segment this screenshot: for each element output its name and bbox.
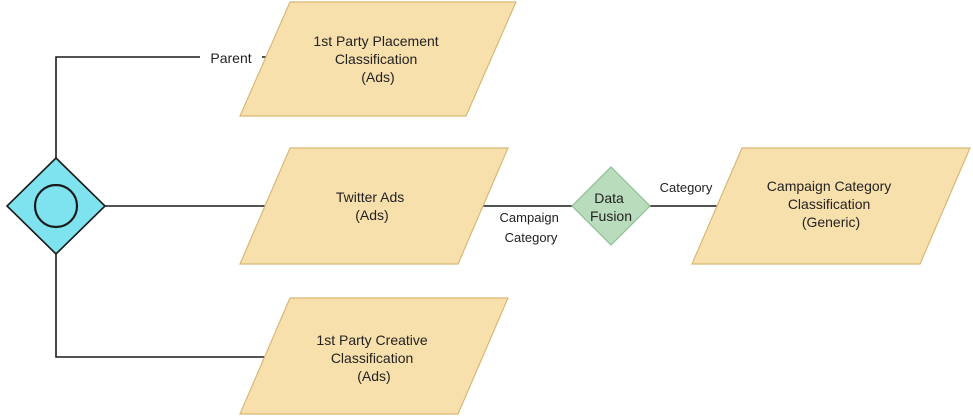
node-data-fusion[interactable]: Data Fusion xyxy=(571,166,651,246)
placement-line-1: 1st Party Placement xyxy=(313,33,438,49)
campaign-line-1: Campaign Category xyxy=(767,178,892,194)
gateway-diamond xyxy=(5,156,107,256)
node-placement[interactable]: 1st Party Placement Classification (Ads) xyxy=(239,1,517,117)
placement-shape xyxy=(239,1,517,117)
placement-label: 1st Party Placement Classification (Ads) xyxy=(313,33,442,85)
twitter-line-1: Twitter Ads xyxy=(336,189,404,205)
node-twitter-ads[interactable]: Twitter Ads (Ads) xyxy=(239,147,509,265)
campaign-line-3: (Generic) xyxy=(802,214,860,230)
creative-shape xyxy=(239,297,509,415)
campaign-shape xyxy=(691,147,971,265)
edge-label-campaign-line-1: Campaign xyxy=(500,210,559,225)
edge-gateway-to-creative xyxy=(55,254,265,358)
gateway[interactable] xyxy=(5,156,107,256)
twitter-label: Twitter Ads (Ads) xyxy=(336,189,408,223)
campaign-label: Campaign Category Classification (Generi… xyxy=(767,178,895,230)
placement-line-3: (Ads) xyxy=(361,69,394,85)
campaign-line-2: Classification xyxy=(788,196,870,212)
gateway-circle-icon xyxy=(33,183,79,229)
edge-gateway-to-placement xyxy=(55,56,268,158)
creative-line-2: Classification xyxy=(331,350,413,366)
edge-labels: Parent Campaign Category Category xyxy=(200,49,713,245)
edge-label-campaign-line-2: Category xyxy=(505,230,558,245)
fusion-shape xyxy=(571,166,651,246)
fusion-line-1: Data xyxy=(594,190,624,206)
placement-line-2: Classification xyxy=(335,51,417,67)
twitter-line-2: (Ads) xyxy=(355,207,388,223)
node-creative[interactable]: 1st Party Creative Classification (Ads) xyxy=(239,297,509,415)
edge-label-category: Category xyxy=(660,180,713,195)
fusion-line-2: Fusion xyxy=(590,208,632,224)
node-campaign-category[interactable]: Campaign Category Classification (Generi… xyxy=(691,147,971,265)
creative-line-1: 1st Party Creative xyxy=(316,332,427,348)
edge-label-parent: Parent xyxy=(210,50,251,66)
parent-label-bg xyxy=(200,49,262,66)
edge-label-campaign-category: Campaign Category xyxy=(500,210,563,245)
creative-line-3: (Ads) xyxy=(357,368,390,384)
twitter-shape xyxy=(239,147,509,265)
fusion-label: Data Fusion xyxy=(590,190,632,224)
creative-label: 1st Party Creative Classification (Ads) xyxy=(316,332,431,384)
